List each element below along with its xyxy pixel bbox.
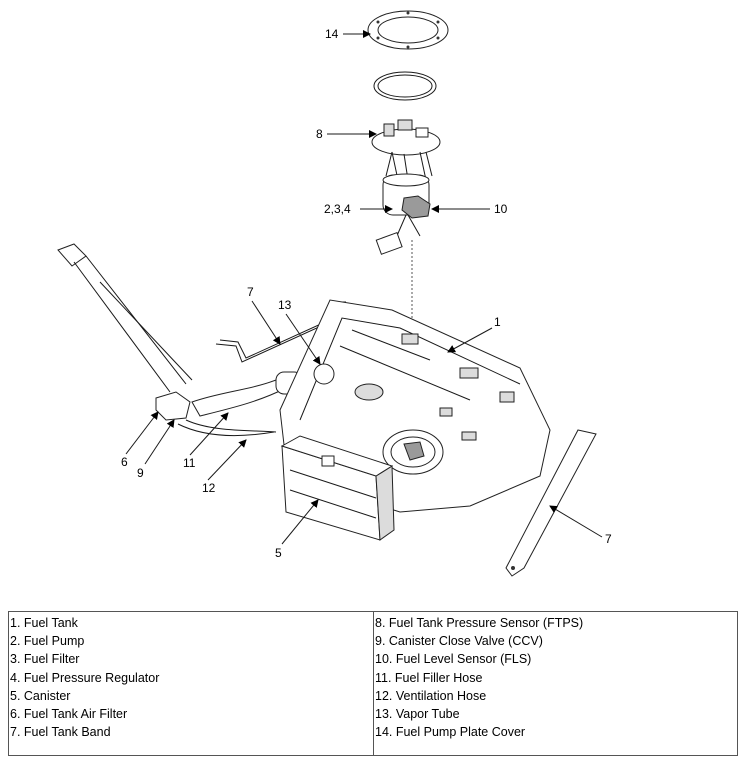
callout-7-top: 7 xyxy=(247,285,254,299)
legend-item: 10. Fuel Level Sensor (FLS) xyxy=(375,652,532,667)
legend-column-right: 8. Fuel Tank Pressure Sensor (FTPS) 9. C… xyxy=(373,612,737,755)
legend-item: 6. Fuel Tank Air Filter xyxy=(10,707,128,722)
legend-item: 5. Canister xyxy=(10,688,71,703)
fuel-filler-hose-assembly xyxy=(57,243,303,433)
legend-item: 4. Fuel Pressure Regulator xyxy=(10,670,160,685)
leader-arrows xyxy=(125,30,603,545)
callout-5: 5 xyxy=(275,546,282,560)
callout-14: 14 xyxy=(325,27,339,41)
callout-11: 11 xyxy=(183,456,196,470)
legend-item: 14. Fuel Pump Plate Cover xyxy=(375,725,526,740)
callout-13: 13 xyxy=(278,298,292,312)
legend-column-left: 1. Fuel Tank 2. Fuel Pump 3. Fuel Filter… xyxy=(9,612,373,755)
callout-12: 12 xyxy=(202,481,216,495)
callout-6: 6 xyxy=(121,455,128,469)
fuel-tank-band-right xyxy=(505,429,597,577)
legend-item: 13. Vapor Tube xyxy=(375,707,460,722)
legend-item: 8. Fuel Tank Pressure Sensor (FTPS) xyxy=(375,616,584,630)
callout-2-3-4: 2,3,4 xyxy=(324,202,351,216)
legend-item: 9. Canister Close Valve (CCV) xyxy=(375,634,543,649)
parts-legend-table: 1. Fuel Tank 2. Fuel Pump 3. Fuel Filter… xyxy=(8,611,738,756)
gasket-ring xyxy=(373,71,437,101)
callout-8: 8 xyxy=(316,127,323,141)
legend-item: 12. Ventilation Hose xyxy=(375,688,487,703)
legend-item: 3. Fuel Filter xyxy=(10,652,80,667)
callout-10: 10 xyxy=(494,202,508,216)
legend-item: 2. Fuel Pump xyxy=(10,634,85,649)
fuel-pump-plate-cover xyxy=(367,10,449,50)
callout-1: 1 xyxy=(494,315,501,329)
canister xyxy=(280,435,395,541)
callout-7-right: 7 xyxy=(605,532,612,546)
legend-item: 11. Fuel Filler Hose xyxy=(375,670,483,685)
fuel-system-exploded-diagram: 14 8 2,3,4 10 7 13 1 6 9 11 12 5 7 xyxy=(57,10,612,577)
ventilation-hose xyxy=(177,423,275,437)
legend-item: 1. Fuel Tank xyxy=(10,616,78,630)
callout-9: 9 xyxy=(137,466,144,480)
legend-item: 7. Fuel Tank Band xyxy=(10,725,111,740)
fuel-pump-module xyxy=(371,119,441,255)
